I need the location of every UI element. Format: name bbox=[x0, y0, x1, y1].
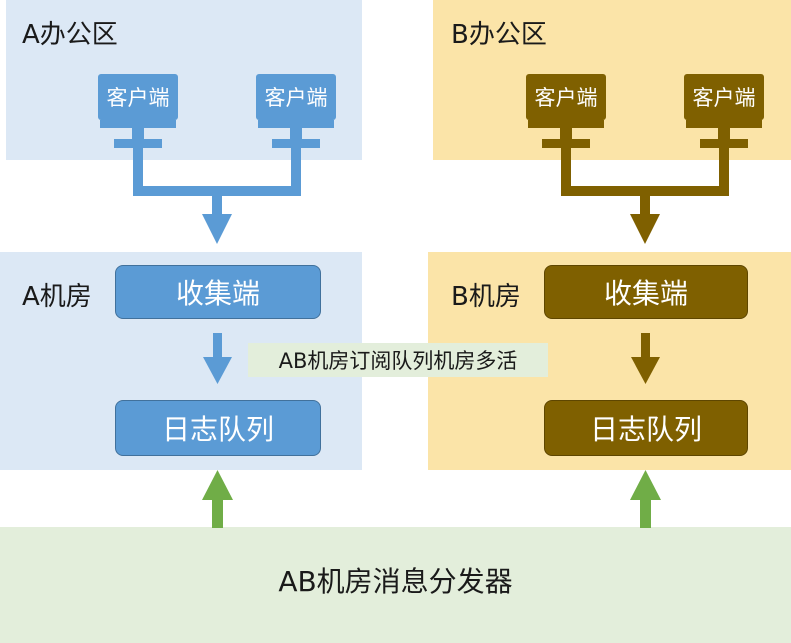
a-dispatcher-up-arrow-icon bbox=[202, 470, 233, 500]
a-log-queue-box: 日志队列 bbox=[115, 400, 321, 456]
a-room-title: A机房 bbox=[22, 282, 92, 312]
b-client-left-label: 客户端 bbox=[535, 86, 598, 110]
a-client-right-label: 客户端 bbox=[265, 86, 328, 110]
a-client-left-monitor-icon bbox=[98, 74, 178, 148]
b-client-right-label: 客户端 bbox=[693, 86, 756, 110]
a-client-left-label: 客户端 bbox=[107, 86, 170, 110]
b-down-arrow-icon bbox=[630, 214, 660, 244]
b-room-title: B机房 bbox=[451, 282, 521, 312]
a-collector-box: 收集端 bbox=[115, 265, 321, 319]
b-clients-connector bbox=[561, 148, 729, 216]
b-log-queue-box: 日志队列 bbox=[544, 400, 748, 456]
dispatcher-zone bbox=[0, 527, 791, 643]
b-office-title: B办公区 bbox=[451, 20, 547, 50]
a-down-arrow-icon bbox=[202, 214, 232, 244]
a-client-right-monitor-icon bbox=[256, 74, 336, 148]
b-collector-to-queue-arrow-icon bbox=[631, 357, 660, 384]
a-collector-to-queue-arrow-icon bbox=[203, 357, 232, 384]
b-dispatcher-up-arrow-icon bbox=[630, 470, 661, 500]
a-office-title: A办公区 bbox=[22, 20, 118, 50]
a-clients-connector bbox=[133, 148, 301, 216]
subscription-label: AB机房订阅队列机房多活 bbox=[248, 343, 548, 377]
dispatcher-label: AB机房消息分发器 bbox=[278, 565, 513, 598]
b-client-left-monitor-icon bbox=[526, 74, 606, 148]
b-collector-box: 收集端 bbox=[544, 265, 748, 319]
b-client-right-monitor-icon bbox=[684, 74, 764, 148]
